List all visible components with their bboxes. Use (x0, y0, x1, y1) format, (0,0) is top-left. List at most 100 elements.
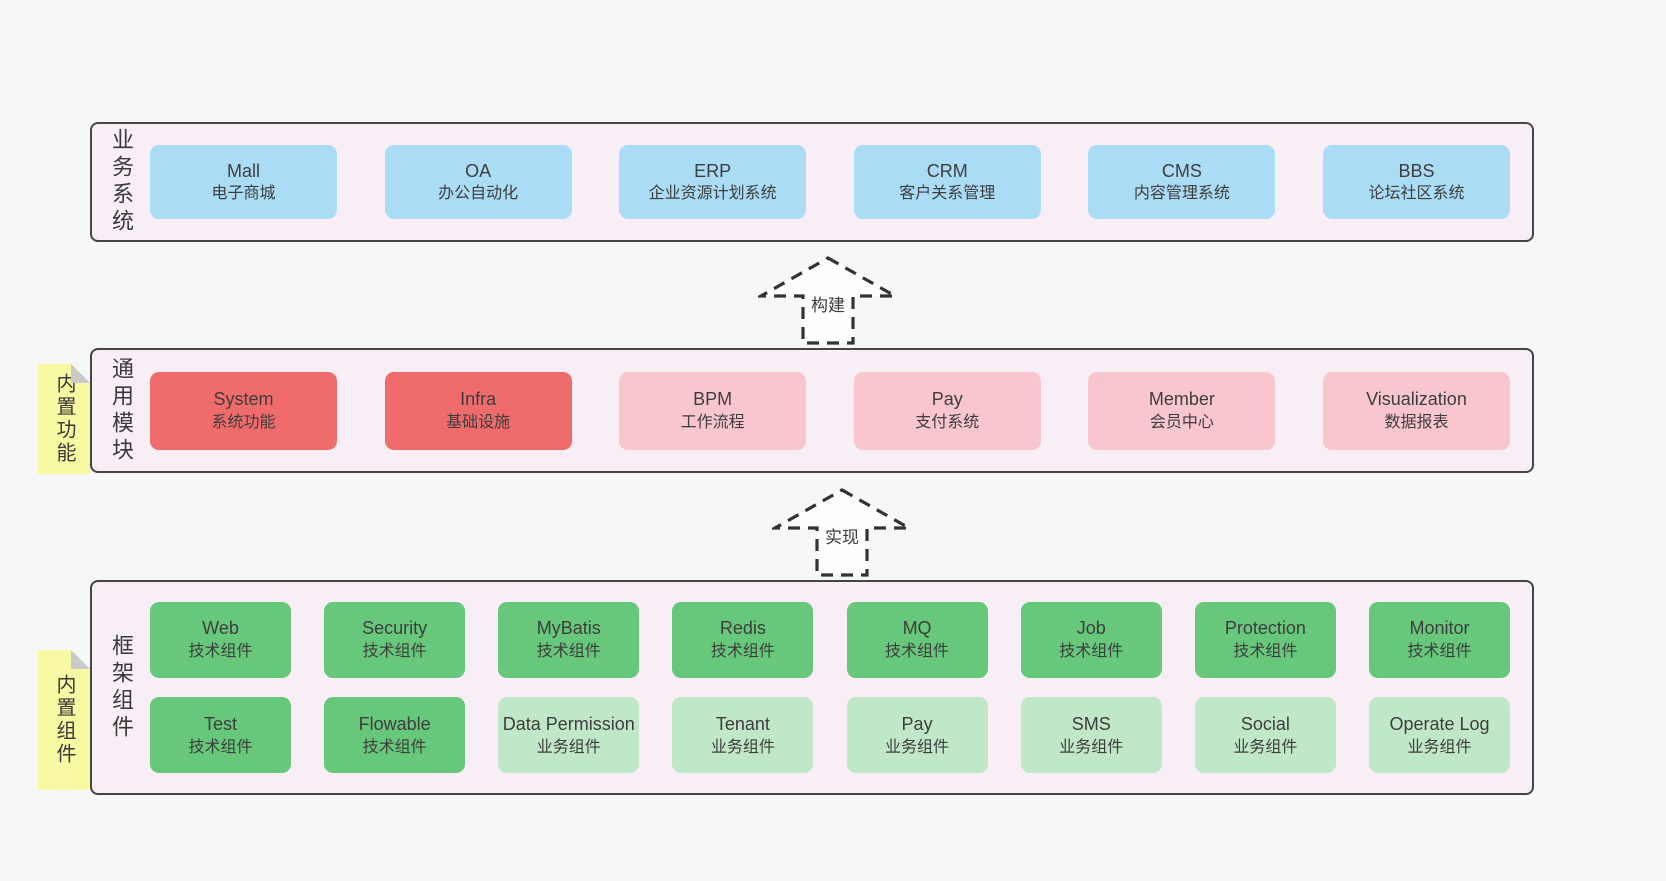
box-subtitle: 数据报表 (1384, 413, 1449, 431)
box-subtitle: 技术组件 (1059, 642, 1124, 660)
box-job: Job 技术组件 (1020, 601, 1162, 678)
box-title: Data Permission (502, 713, 635, 734)
framework-components-boxes: Web 技术组件 Security 技术组件 MyBatis 技术组件 Redi… (150, 582, 1532, 793)
box-cms: CMS 内容管理系统 (1088, 145, 1276, 219)
box-subtitle: 技术组件 (1407, 642, 1472, 660)
box-subtitle: 业务组件 (710, 738, 775, 756)
box-infra: Infra 基础设施 (384, 371, 572, 450)
box-mall: Mall 电子商城 (150, 145, 337, 219)
box-subtitle: 业务组件 (1233, 738, 1298, 756)
build-arrow-label: 构建 (811, 296, 845, 315)
box-title: Redis (719, 618, 766, 639)
box-subtitle: 技术组件 (362, 642, 427, 660)
box-redis: Redis 技术组件 (672, 601, 814, 678)
box-subtitle: 技术组件 (1233, 642, 1298, 660)
box-pay-component: Pay 业务组件 (846, 697, 988, 774)
box-title: Security (362, 618, 428, 639)
box-title: OA (465, 160, 492, 181)
components-row-1: Web 技术组件 Security 技术组件 MyBatis 技术组件 Redi… (150, 601, 1510, 678)
box-subtitle: 业务组件 (885, 738, 950, 756)
box-title: BPM (693, 389, 733, 410)
box-social: Social 业务组件 (1194, 697, 1336, 774)
box-data-permission: Data Permission 业务组件 (498, 697, 640, 774)
implement-arrow-label: 实现 (825, 528, 859, 547)
box-title: Flowable (358, 713, 431, 734)
framework-components-label: 框架组件 (109, 633, 134, 742)
box-subtitle: 电子商城 (211, 185, 276, 203)
box-subtitle: 论坛社区系统 (1368, 185, 1465, 203)
box-title: Mall (226, 160, 260, 181)
box-title: Test (203, 713, 237, 734)
box-visualization: Visualization 数据报表 (1322, 371, 1510, 450)
box-subtitle: 工作流程 (680, 413, 745, 431)
framework-components-label-wrap: 框架组件 (92, 582, 150, 793)
box-subtitle: 支付系统 (915, 413, 980, 431)
box-title: Pay (901, 713, 933, 734)
box-subtitle: 技术组件 (536, 642, 601, 660)
box-subtitle: 办公自动化 (438, 185, 519, 203)
box-subtitle: 技术组件 (188, 642, 253, 660)
box-pay-module: Pay 支付系统 (853, 371, 1041, 450)
up-arrow-icon: 构建 (758, 256, 898, 345)
box-title: Job (1076, 618, 1106, 639)
box-title: CMS (1161, 160, 1202, 181)
box-flowable: Flowable 技术组件 (324, 697, 466, 774)
box-subtitle: 技术组件 (885, 642, 950, 660)
box-subtitle: 基础设施 (446, 413, 511, 431)
box-system: System 系统功能 (150, 371, 337, 450)
box-web: Web 技术组件 (150, 601, 291, 678)
box-subtitle: 会员中心 (1149, 413, 1214, 431)
box-subtitle: 业务组件 (1407, 738, 1472, 756)
business-systems-band: 业务系统 Mall 电子商城 OA 办公自动化 ERP 企业资源计划系统 CRM… (90, 122, 1534, 242)
box-subtitle: 技术组件 (188, 738, 253, 756)
box-title: CRM (926, 160, 968, 181)
box-test: Test 技术组件 (150, 697, 291, 774)
box-crm: CRM 客户关系管理 (853, 145, 1041, 219)
business-systems-boxes: Mall 电子商城 OA 办公自动化 ERP 企业资源计划系统 CRM 客户关系… (150, 124, 1532, 240)
common-modules-boxes: System 系统功能 Infra 基础设施 BPM 工作流程 Pay 支付系统… (150, 350, 1532, 471)
box-mq: MQ 技术组件 (846, 601, 988, 678)
box-subtitle: 业务组件 (1059, 738, 1124, 756)
box-protection: Protection 技术组件 (1194, 601, 1336, 678)
components-row-2: Test 技术组件 Flowable 技术组件 Data Permission … (150, 697, 1510, 774)
box-subtitle: 企业资源计划系统 (648, 185, 777, 203)
box-title: ERP (694, 160, 732, 181)
box-oa: OA 办公自动化 (384, 145, 572, 219)
box-subtitle: 业务组件 (536, 738, 601, 756)
box-bpm: BPM 工作流程 (619, 371, 807, 450)
up-arrow-icon: 实现 (772, 488, 912, 577)
box-title: Infra (460, 389, 497, 410)
box-title: SMS (1071, 713, 1111, 734)
box-title: Monitor (1409, 618, 1470, 639)
box-title: MyBatis (536, 618, 601, 639)
box-title: BBS (1398, 160, 1435, 181)
box-title: Web (202, 618, 239, 639)
box-title: Social (1240, 713, 1290, 734)
built-in-functions-sticky: 内置功能 (38, 364, 90, 474)
box-title: Pay (931, 389, 963, 410)
built-in-components-label: 内置组件 (53, 674, 75, 766)
box-erp: ERP 企业资源计划系统 (619, 145, 807, 219)
box-subtitle: 技术组件 (362, 738, 427, 756)
common-modules-label-wrap: 通用模块 (92, 350, 150, 471)
box-bbs: BBS 论坛社区系统 (1322, 145, 1510, 219)
box-title: MQ (902, 618, 932, 639)
business-systems-label-wrap: 业务系统 (92, 124, 150, 240)
box-subtitle: 内容管理系统 (1133, 185, 1230, 203)
box-title: Visualization (1366, 389, 1467, 410)
box-sms: SMS 业务组件 (1020, 697, 1162, 774)
box-title: System (213, 389, 274, 410)
box-mybatis: MyBatis 技术组件 (498, 601, 640, 678)
box-subtitle: 技术组件 (710, 642, 775, 660)
implement-arrow: 实现 (772, 487, 912, 579)
framework-components-band: 框架组件 Web 技术组件 Security 技术组件 MyBatis 技术组件… (90, 580, 1534, 795)
box-member: Member 会员中心 (1088, 371, 1276, 450)
box-title: Protection (1224, 618, 1306, 639)
box-monitor: Monitor 技术组件 (1368, 601, 1510, 678)
box-subtitle: 系统功能 (211, 413, 276, 431)
common-modules-label: 通用模块 (109, 356, 134, 465)
common-modules-band: 通用模块 System 系统功能 Infra 基础设施 BPM 工作流程 Pay… (90, 348, 1534, 473)
box-title: Tenant (715, 713, 770, 734)
business-systems-label: 业务系统 (109, 128, 134, 236)
